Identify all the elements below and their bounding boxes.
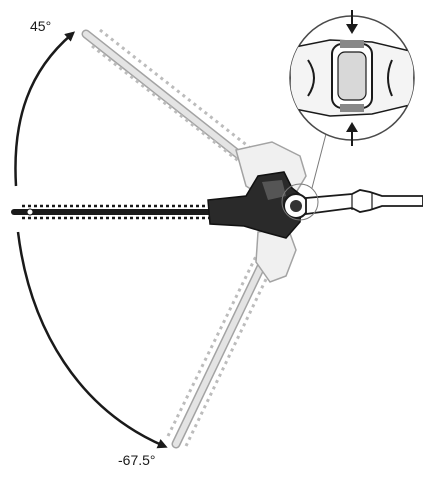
press-arrow-bottom-icon: [346, 122, 358, 146]
ghost-blade-down: [166, 227, 297, 449]
trimmer-head: [207, 171, 309, 239]
arc-arrow-down: [16, 231, 168, 449]
callout-leader-line: [311, 133, 327, 189]
angle-label-down: -67.5°: [118, 452, 156, 468]
pole-shaft: [305, 189, 423, 216]
angle-label-up: 45°: [30, 18, 52, 34]
magnified-lock-detail: [289, 10, 415, 146]
arc-arrow-up: [14, 31, 76, 187]
pivot-highlight-circle: [281, 183, 319, 221]
main-blade: [11, 204, 225, 220]
press-arrow-top-icon: [346, 10, 358, 34]
